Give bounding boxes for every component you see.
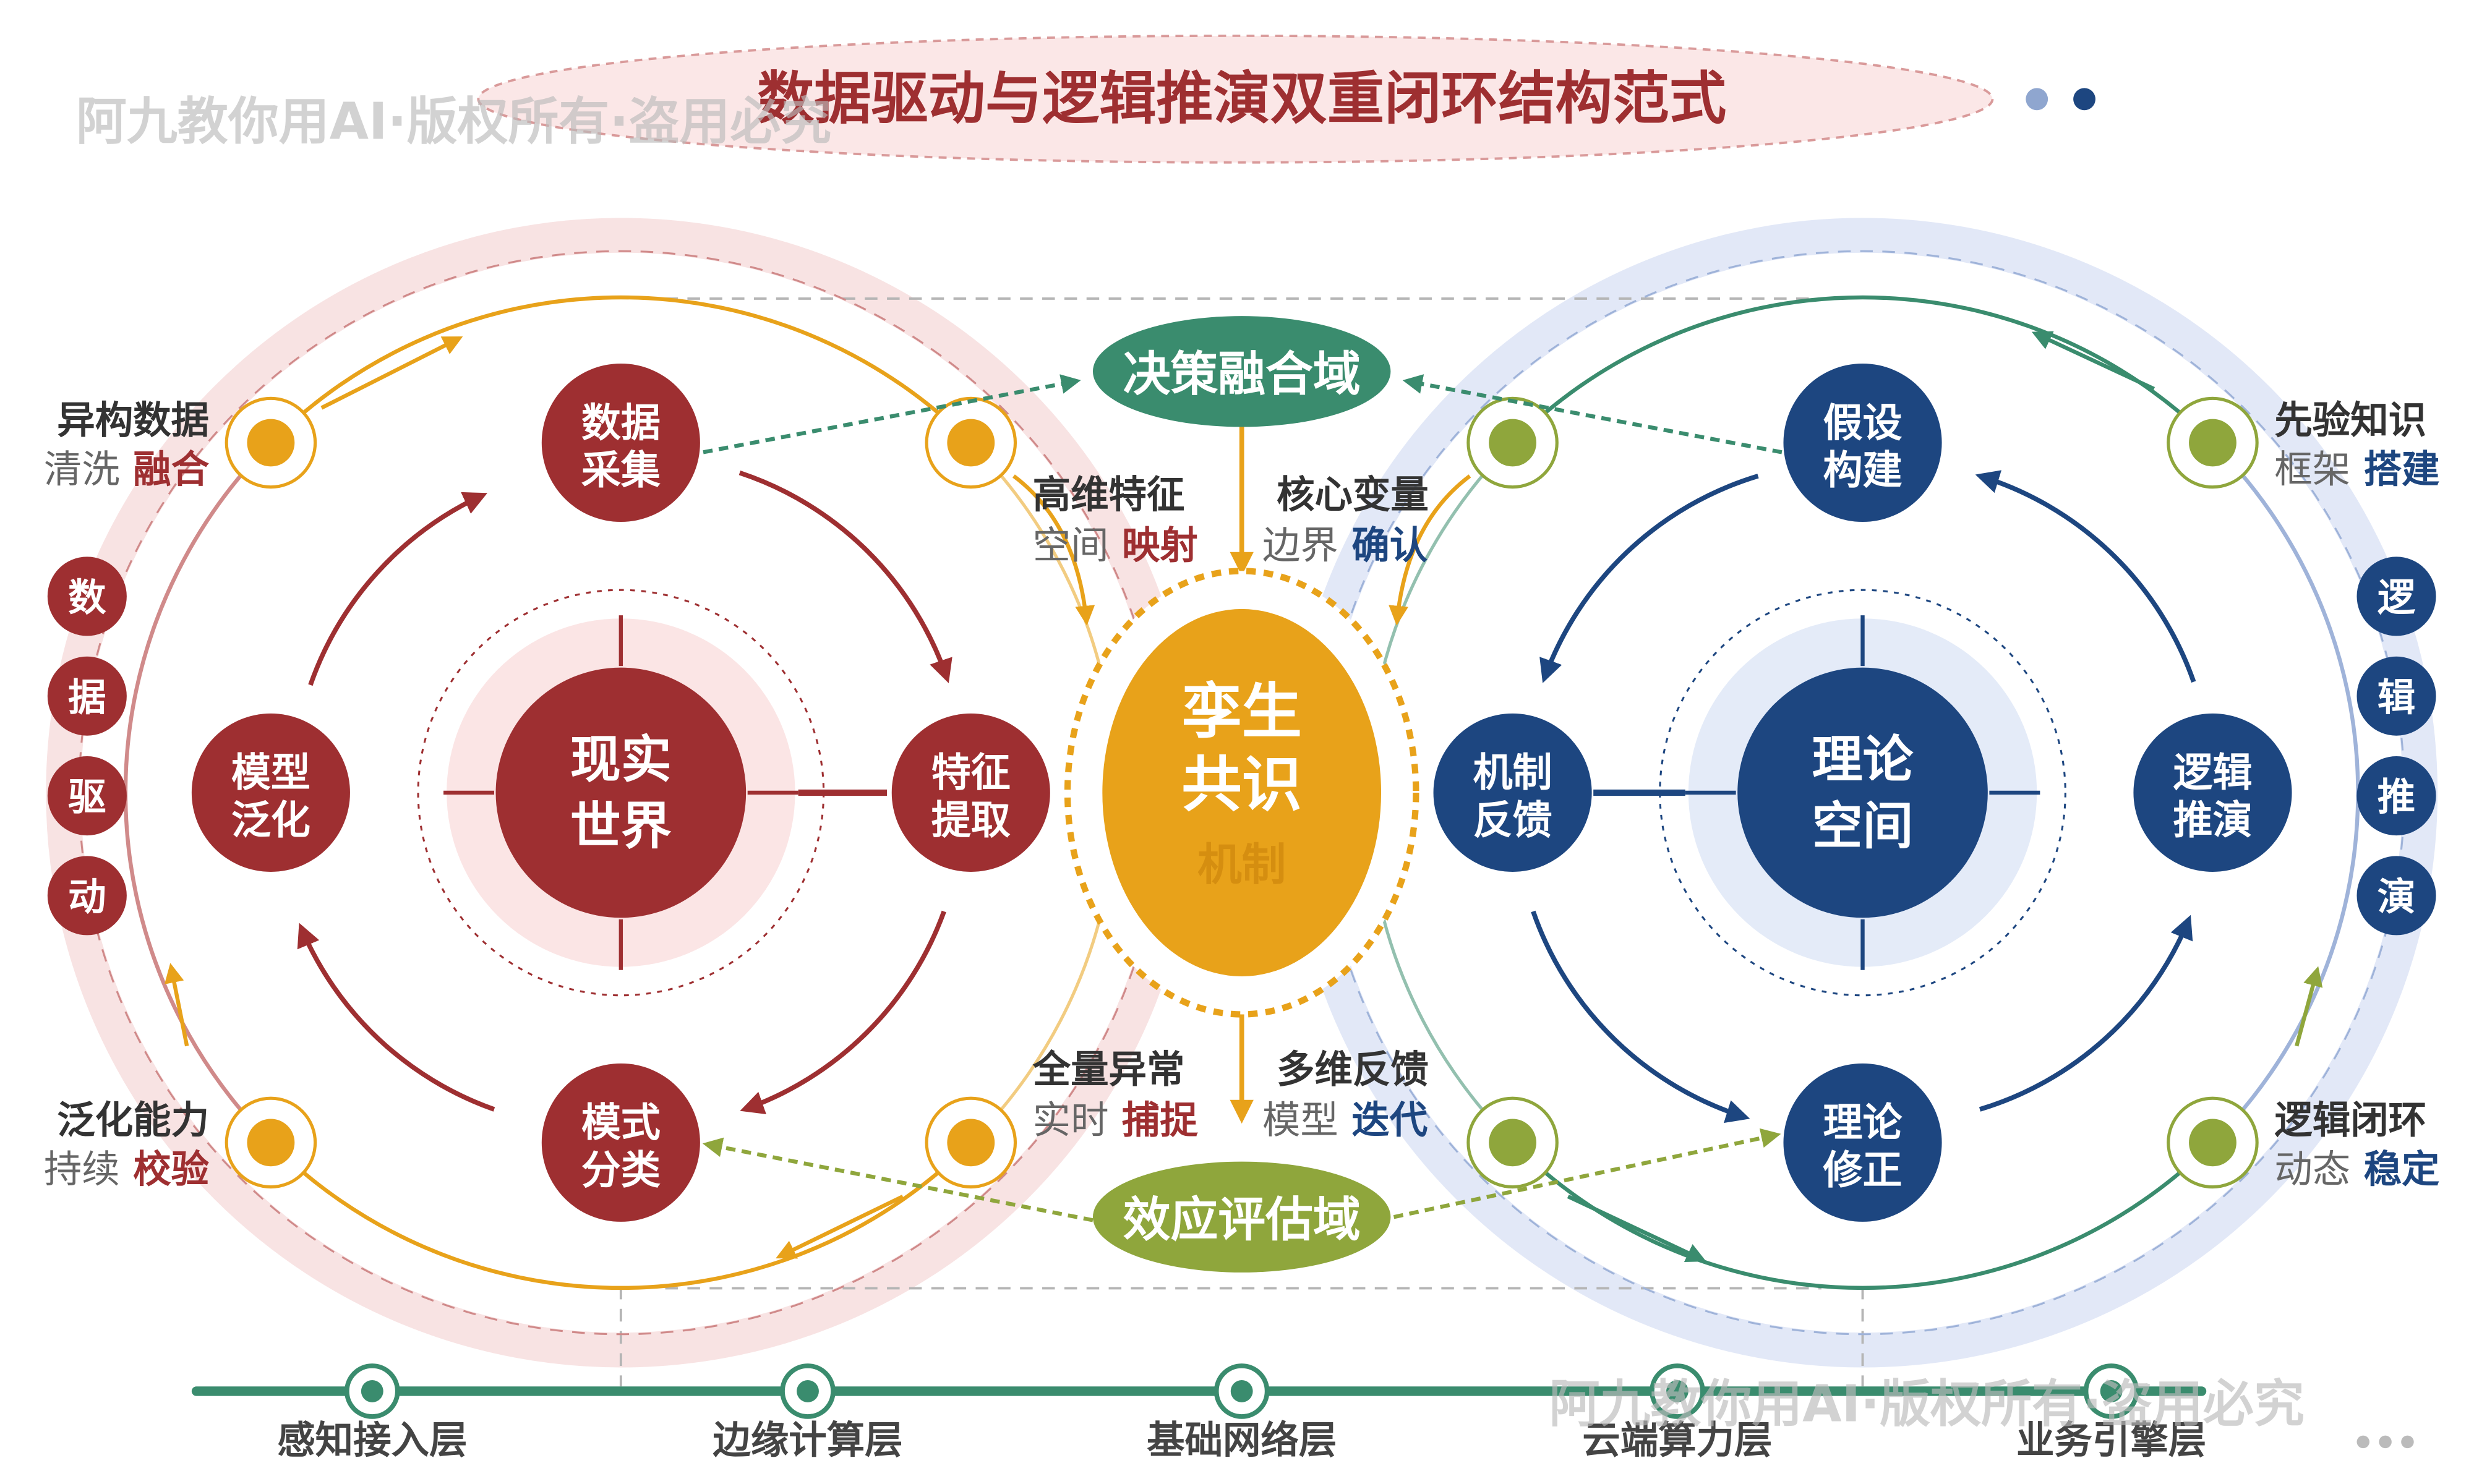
core-sub: 机制 (1197, 838, 1286, 890)
layer-label: 业务引擎层 (2016, 1418, 2206, 1462)
left-cycle: 现实 世界 数据 采集 特征 提取 模式 分类 模型 泛化 数 据 驱 动 异构… (44, 250, 1164, 1336)
vertical-char: 动 (68, 875, 106, 919)
label-prior-knowledge: 先验知识 (2274, 399, 2426, 443)
label-logic-loop: 逻辑闭环 (2274, 1099, 2426, 1143)
layer-label: 边缘计算层 (713, 1418, 902, 1462)
center-line: 世界 (570, 797, 672, 856)
vertical-label-logic-deduction: 逻 辑 推 演 (2356, 556, 2436, 936)
layer-node (780, 1363, 836, 1419)
label-boundary-confirm: 边界 确认 (1262, 524, 1428, 568)
watermark: 阿九教你用AI·版权所有·盗用必究 (76, 92, 831, 151)
layer-label: 感知接入层 (277, 1418, 467, 1462)
core-line: 孪生 (1181, 677, 1302, 747)
node-theory-revise (1783, 1063, 1942, 1222)
vertical-char: 驱 (68, 775, 106, 819)
label-high-dim-feature: 高维特征 (1033, 473, 1185, 517)
node-logic-deduce (2133, 713, 2292, 872)
label-framework-build: 框架 搭建 (2274, 448, 2439, 492)
node-line: 修正 (1823, 1148, 1903, 1193)
node-line: 数据 (581, 401, 661, 446)
node-line: 构建 (1823, 448, 1903, 494)
node-feature-extract (891, 713, 1050, 872)
node-pattern-classify (541, 1063, 700, 1222)
node-data-collect (541, 363, 700, 522)
node-line: 理论 (1823, 1101, 1903, 1146)
vertical-char: 辑 (2378, 676, 2415, 720)
node-line: 提取 (931, 798, 1011, 844)
dashed-drop (619, 1286, 1864, 1387)
node-line: 模型 (231, 751, 310, 796)
layer-node (344, 1363, 400, 1419)
decor-dot (2073, 88, 2095, 111)
right-cycle: 理论 空间 假设 构建 逻辑 推演 理论 修正 机制 反馈 逻 辑 推 演 先验… (1320, 250, 2440, 1336)
label-continuous-verify: 持续 校验 (44, 1148, 210, 1192)
center-line: 理论 (1812, 730, 1914, 789)
node-model-generalize (191, 713, 350, 872)
node-line: 泛化 (231, 798, 310, 844)
watermark: 阿九教你用AI·版权所有·盗用必究 (1549, 1375, 2304, 1434)
decision-fusion-domain (1092, 316, 1391, 427)
node-hypothesis-build (1783, 363, 1942, 522)
vertical-char: 演 (2378, 875, 2415, 919)
node-line: 推演 (2173, 798, 2252, 844)
layer-node (2083, 1363, 2139, 1419)
label-space-map: 空间 映射 (1033, 524, 1198, 568)
label-clean-fuse: 清洗 融合 (44, 448, 210, 492)
node-line: 反馈 (1473, 798, 1552, 844)
title-banner: 数据驱动与逻辑推演双重闭环结构范式 (477, 34, 2095, 164)
layer-bar: 感知接入层 边缘计算层 基础网络层 云端算力层 业务引擎层 (191, 1363, 2414, 1462)
node-mechanism-feedback (1433, 713, 1592, 872)
vertical-char: 逻 (2378, 576, 2416, 620)
label-dynamic-stable: 动态 稳定 (2274, 1148, 2439, 1192)
node-line: 分类 (581, 1148, 661, 1193)
olive-waypoints (1466, 396, 2259, 1189)
layer-label: 基础网络层 (1147, 1418, 1337, 1462)
center-line: 现实 (570, 730, 672, 789)
domain-label: 效应评估域 (1123, 1193, 1361, 1248)
decor-dot (2026, 88, 2048, 111)
node-line: 机制 (1473, 751, 1552, 796)
effect-eval-domain (1092, 1161, 1391, 1273)
node-line: 特征 (931, 751, 1011, 796)
layer-node (1213, 1363, 1270, 1419)
vertical-char: 数 (68, 576, 106, 620)
center-line: 空间 (1812, 797, 1914, 856)
reality-center (495, 667, 747, 918)
twin-consensus-core (1102, 608, 1382, 977)
node-line: 模式 (581, 1101, 661, 1146)
layer-label: 云端算力层 (1582, 1418, 1772, 1462)
domain-label: 决策融合域 (1123, 347, 1361, 402)
core-line: 共识 (1181, 749, 1302, 819)
theory-center (1737, 667, 1988, 918)
center-consensus: 决策融合域 效应评估域 孪生 共识 机制 高维特征 空间 映射 核心变量 边界 … (702, 316, 1783, 1273)
label-generalize-ability: 泛化能力 (57, 1099, 209, 1143)
vertical-char: 据 (68, 676, 106, 720)
label-realtime-capture: 实时 捕捉 (1033, 1099, 1199, 1143)
label-heterogeneous-data: 异构数据 (57, 399, 209, 443)
node-line: 假设 (1823, 401, 1903, 446)
vertical-label-data-driven: 数 据 驱 动 (47, 556, 127, 936)
page-title: 数据驱动与逻辑推演双重闭环结构范式 (757, 65, 1726, 132)
more-dots (2356, 1435, 2414, 1449)
label-core-variable: 核心变量 (1277, 473, 1429, 517)
label-model-iterate: 模型 迭代 (1262, 1099, 1427, 1143)
label-full-anomaly: 全量异常 (1032, 1048, 1185, 1092)
label-multi-feedback: 多维反馈 (1277, 1048, 1429, 1092)
node-line: 采集 (581, 448, 661, 494)
dashed-frame (665, 297, 1821, 1290)
vertical-char: 推 (2378, 775, 2415, 819)
layer-node (1650, 1363, 1705, 1419)
gold-waypoints (225, 396, 1017, 1189)
node-line: 逻辑 (2173, 751, 2252, 796)
